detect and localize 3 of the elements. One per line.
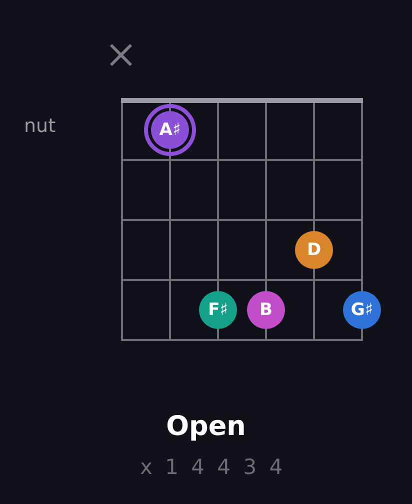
fingering-label: x 1 4 4 3 4	[140, 457, 286, 478]
nut-label: nut	[24, 117, 56, 136]
chord-title: Open	[166, 413, 246, 440]
